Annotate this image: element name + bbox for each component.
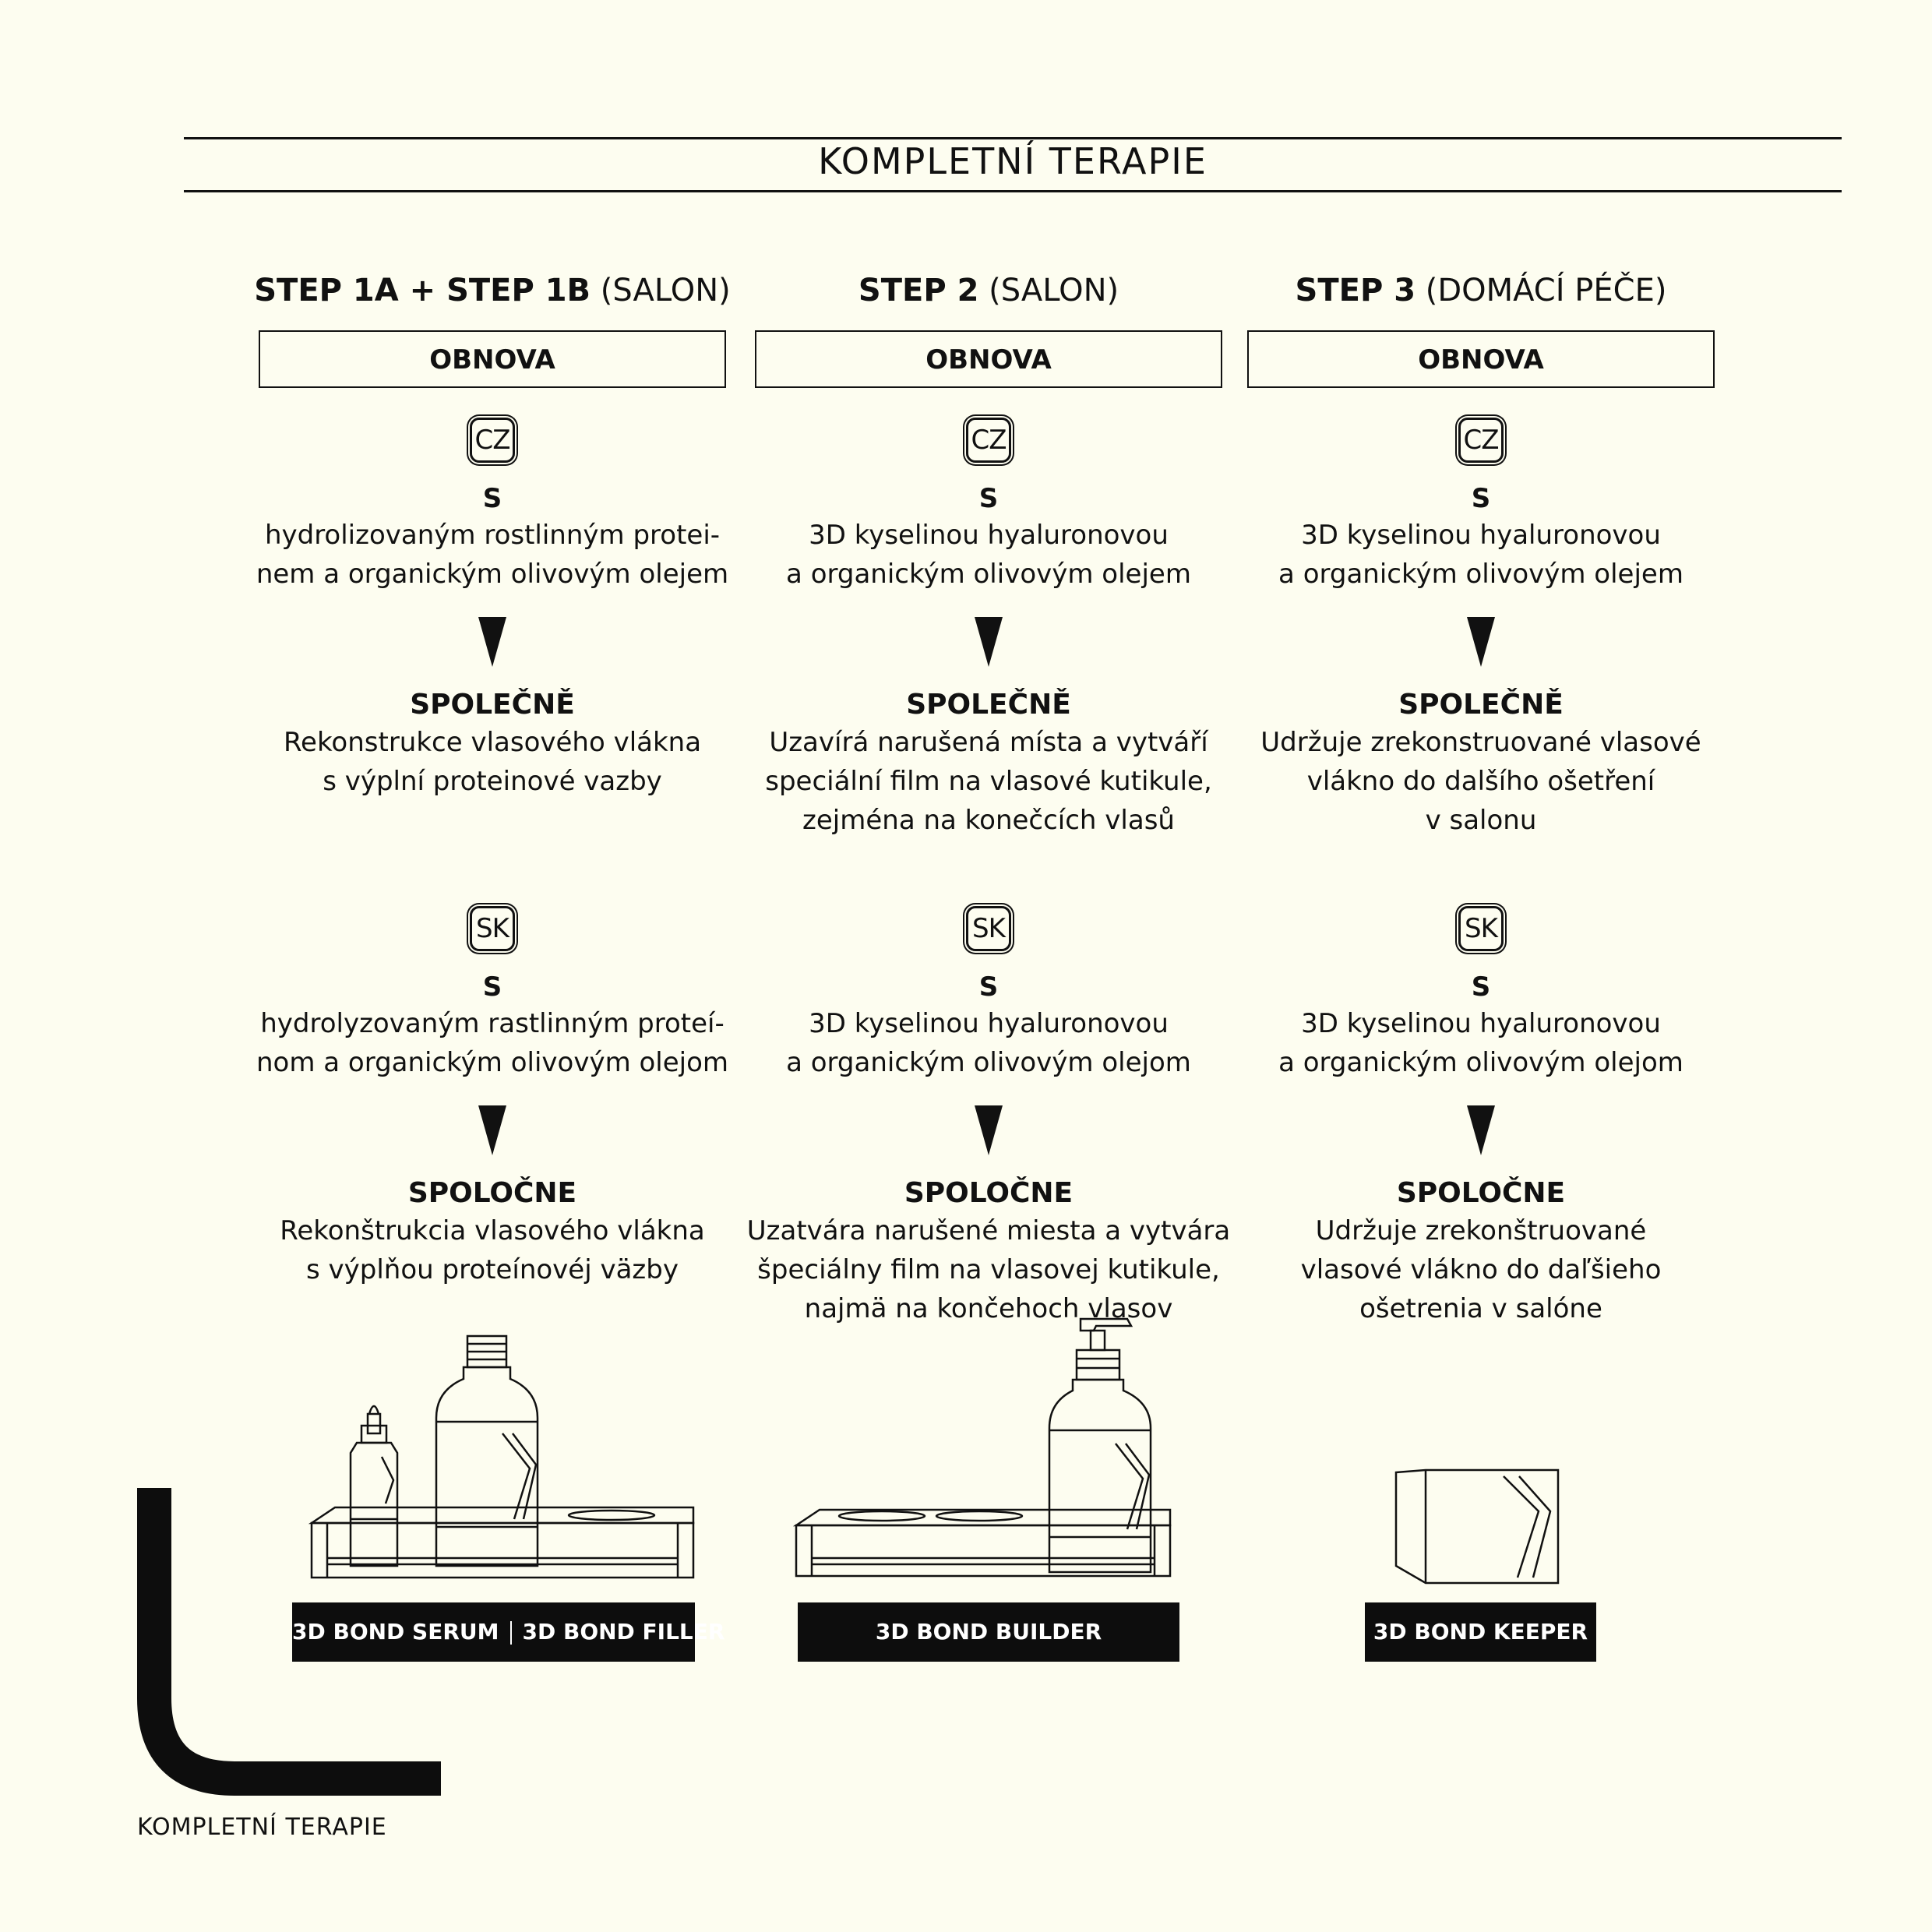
step-location: (SALON) <box>591 273 731 308</box>
down-arrow-icon <box>1467 1105 1495 1155</box>
obnova-box: OBNOVA <box>755 330 1222 388</box>
ingredients-line: nom a organickým olivovým olejom <box>256 1047 729 1078</box>
ingredients-line: 3D kyselinou hyaluronovou <box>1301 520 1661 551</box>
ingredients-line: 3D kyselinou hyaluronovou <box>809 1008 1169 1039</box>
together-label: SPOLOČNE <box>407 1177 577 1209</box>
s-label: S <box>1471 971 1491 1003</box>
step-name: STEP 3 <box>1295 273 1416 308</box>
result-line: Udržuje zrekonstruované vlasové <box>1260 727 1701 758</box>
keeper-label: 3D BOND KEEPER <box>1365 1602 1596 1662</box>
title-underline <box>184 190 1842 192</box>
step-3-sk-block: SK S 3D kyselinou hyaluronovou a organic… <box>1232 906 1730 1328</box>
s-label: S <box>482 483 502 514</box>
obnova-box: OBNOVA <box>1247 330 1715 388</box>
result-line: zejména na konečcích vlasů <box>802 805 1175 836</box>
result-line: s výplní proteinové vazby <box>323 766 662 797</box>
down-arrow-icon <box>478 1105 506 1155</box>
footer-title: KOMPLETNÍ TERAPIE <box>137 1814 387 1841</box>
together-label: SPOLEČNĚ <box>410 689 575 721</box>
ingredients-line: 3D kyselinou hyaluronovou <box>809 520 1169 551</box>
builder-tray-illustration <box>792 1317 1172 1578</box>
corner-bracket-decoration <box>137 1488 441 1796</box>
result-line: Uzavírá narušená místa a vytváří <box>769 727 1208 758</box>
ingredients-line: nem a organickým olivovým olejem <box>256 559 729 590</box>
step-1-column: STEP 1A + STEP 1B (SALON) OBNOVA CZ S hy… <box>243 265 742 801</box>
ingredients-line: a organickým olivovým olejom <box>1278 1047 1683 1078</box>
product-name-builder: 3D BOND BUILDER <box>875 1619 1102 1645</box>
step-2-column: STEP 2 (SALON) OBNOVA CZ S 3D kyselinou … <box>739 265 1238 840</box>
down-arrow-icon <box>975 1105 1003 1155</box>
obnova-box: OBNOVA <box>259 330 726 388</box>
result-line: Rekonstrukce vlasového vlákna <box>283 727 702 758</box>
s-label: S <box>482 971 502 1003</box>
product-name-serum: 3D BOND SERUM <box>292 1619 499 1645</box>
product-name-keeper: 3D BOND KEEPER <box>1373 1619 1588 1645</box>
together-label: SPOLOČNE <box>1396 1177 1566 1209</box>
sk-flag-icon: SK <box>1458 906 1504 951</box>
serum-filler-tray-illustration <box>308 1334 695 1579</box>
keeper-box-illustration <box>1394 1468 1560 1585</box>
serum-filler-label: 3D BOND SERUM 3D BOND FILLER <box>292 1602 724 1662</box>
step-1-sk-block: SK S hydrolyzovaným rastlinným proteí- n… <box>243 906 742 1289</box>
result-line: špeciálny film na vlasovej kutikule, <box>757 1254 1220 1285</box>
result-line: vlasové vlákno do daľšieho <box>1300 1254 1662 1285</box>
ingredients-line: hydrolizovaným rostlinným protei- <box>264 520 721 551</box>
ingredients-line: a organickým olivovým olejem <box>786 559 1191 590</box>
ingredients-line: 3D kyselinou hyaluronovou <box>1301 1008 1661 1039</box>
sk-flag-icon: SK <box>470 906 515 951</box>
step-heading: STEP 3 (DOMÁCÍ PÉČE) <box>1232 265 1730 316</box>
s-label: S <box>978 971 999 1003</box>
together-label: SPOLOČNE <box>904 1177 1074 1209</box>
ingredients-line: hydrolyzovaným rastlinným proteí- <box>260 1008 724 1039</box>
ingredients-line: a organickým olivovým olejem <box>1278 559 1683 590</box>
cz-flag-icon: CZ <box>966 418 1011 463</box>
step-heading: STEP 2 (SALON) <box>739 265 1238 316</box>
cz-flag-icon: CZ <box>470 418 515 463</box>
step-name: STEP 1A + STEP 1B <box>254 273 591 308</box>
down-arrow-icon <box>478 617 506 667</box>
result-line: v salonu <box>1425 805 1537 836</box>
builder-label: 3D BOND BUILDER <box>798 1602 1179 1662</box>
top-rule <box>184 137 1842 139</box>
step-location: (DOMÁCÍ PÉČE) <box>1416 273 1667 308</box>
label-divider <box>509 1621 512 1645</box>
step-2-sk-block: SK S 3D kyselinou hyaluronovou a organic… <box>739 906 1238 1328</box>
down-arrow-icon <box>1467 617 1495 667</box>
step-heading: STEP 1A + STEP 1B (SALON) <box>243 265 742 316</box>
ingredients-line: a organickým olivovým olejom <box>786 1047 1191 1078</box>
s-label: S <box>978 483 999 514</box>
result-line: Rekonštrukcia vlasového vlákna <box>280 1215 705 1246</box>
s-label: S <box>1471 483 1491 514</box>
together-label: SPOLEČNĚ <box>1398 689 1564 721</box>
result-line: ošetrenia v salóne <box>1359 1293 1602 1324</box>
result-line: s výplňou proteínovéj väzby <box>306 1254 679 1285</box>
result-line: speciální film na vlasové kutikule, <box>765 766 1212 797</box>
result-line: Uzatvára narušené miesta a vytvára <box>746 1215 1231 1246</box>
product-name-filler: 3D BOND FILLER <box>522 1619 725 1645</box>
together-label: SPOLEČNĚ <box>906 689 1071 721</box>
result-line: vlákno do dalšího ošetření <box>1306 766 1655 797</box>
step-3-column: STEP 3 (DOMÁCÍ PÉČE) OBNOVA CZ S 3D kyse… <box>1232 265 1730 840</box>
cz-flag-icon: CZ <box>1458 418 1504 463</box>
step-location: (SALON) <box>978 273 1119 308</box>
sk-flag-icon: SK <box>966 906 1011 951</box>
page-title: KOMPLETNÍ TERAPIE <box>818 140 1208 182</box>
result-line: Udržuje zrekonštruované <box>1315 1215 1647 1246</box>
down-arrow-icon <box>975 617 1003 667</box>
step-name: STEP 2 <box>858 273 979 308</box>
